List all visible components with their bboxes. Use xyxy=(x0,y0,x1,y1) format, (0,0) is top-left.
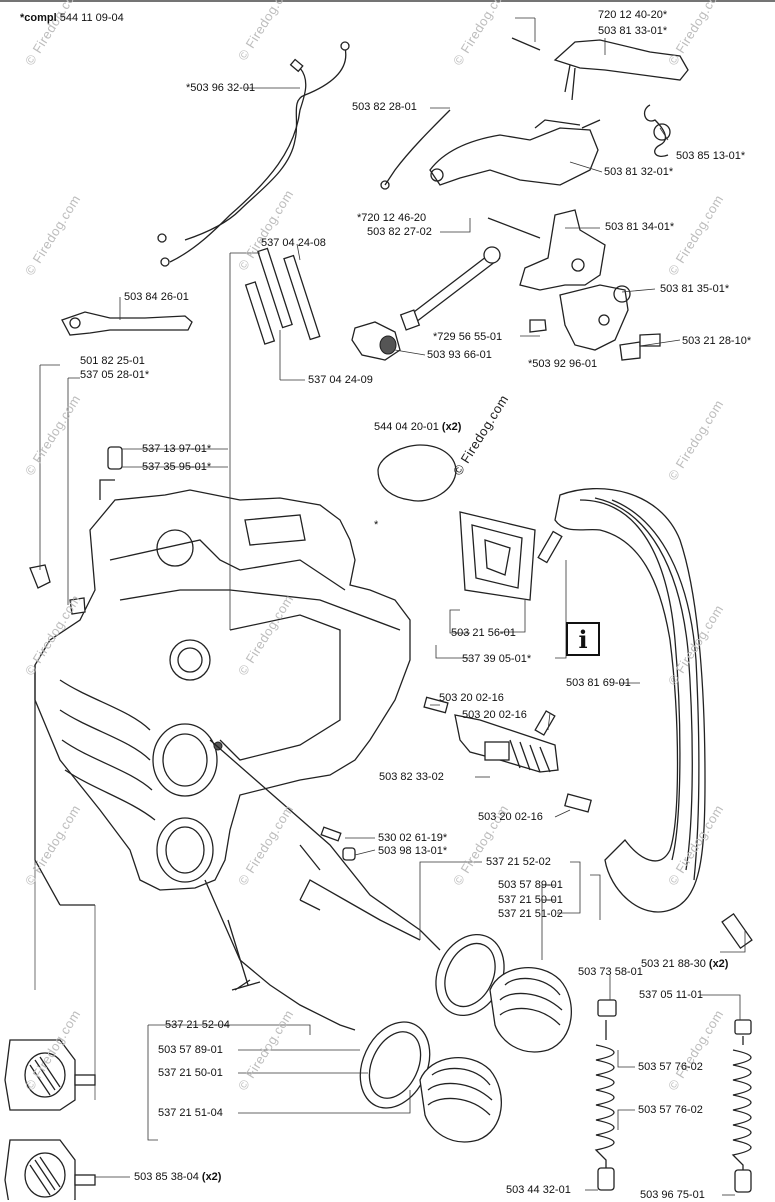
part-label: 537 39 05-01* xyxy=(462,653,532,665)
part-label: 537 04 24-08 xyxy=(261,237,326,249)
part-label: 503 20 02-16 xyxy=(439,692,504,704)
leader-lines xyxy=(39,17,746,1196)
part-label: *720 12 46-20 xyxy=(357,212,427,224)
part-label: 537 13 97-01* xyxy=(142,443,212,455)
compl-assembly-label: *compl 544 11 09-04 xyxy=(20,12,124,24)
filter-cover xyxy=(377,444,457,502)
part-label: 503 85 13-01* xyxy=(676,150,746,162)
part-label: 503 21 88-30 (x2) xyxy=(641,958,729,970)
part-label: 530 02 61-19* xyxy=(378,832,448,844)
part-label: 503 93 66-01 xyxy=(427,349,492,361)
pins xyxy=(244,247,401,361)
part-label: 503 20 02-16 xyxy=(462,709,527,721)
part-label: 503 98 13-01* xyxy=(378,845,448,857)
part-label: 537 21 51-04 xyxy=(158,1107,223,1119)
throttle-lever xyxy=(511,37,689,157)
part-label: 503 84 26-01 xyxy=(124,291,189,303)
part-label: 503 81 32-01* xyxy=(604,166,674,178)
part-label: 537 21 52-04 xyxy=(165,1019,230,1031)
part-label: 537 05 11-01 xyxy=(639,989,704,1001)
part-label: 537 21 51-02 xyxy=(498,908,563,920)
part-label: 503 73 58-01 xyxy=(578,966,643,978)
throttle-cables xyxy=(204,739,441,1031)
part-label: 537 04 24-09 xyxy=(308,374,373,386)
part-label: 537 21 52-02 xyxy=(486,856,551,868)
part-label: 537 35 95-01* xyxy=(142,461,212,473)
part-label: 503 85 38-04 (x2) xyxy=(134,1171,222,1183)
av-buffers xyxy=(4,1039,96,1200)
part-label: 503 81 34-01* xyxy=(605,221,675,233)
part-label: 503 57 89-01 xyxy=(498,879,563,891)
part-label: 503 21 28-10* xyxy=(682,335,752,347)
part-label: 503 57 76-02 xyxy=(638,1104,703,1116)
screws-left xyxy=(29,446,123,615)
air-filter xyxy=(459,511,563,601)
part-label: 544 04 20-01 (x2) xyxy=(374,421,462,433)
part-label: 503 21 56-01 xyxy=(451,627,516,639)
wire-harness xyxy=(157,41,350,267)
part-label: 503 57 76-02 xyxy=(638,1061,703,1073)
part-label: 503 44 32-01 xyxy=(506,1184,571,1196)
part-label: 537 21 50-01 xyxy=(498,894,563,906)
part-label: * xyxy=(374,519,379,531)
info-icon: i xyxy=(566,622,600,656)
part-label: *503 92 96-01 xyxy=(528,358,598,370)
part-label: 503 81 69-01 xyxy=(566,677,631,689)
springs xyxy=(594,999,752,1193)
vibration-damper xyxy=(423,696,592,813)
front-handle xyxy=(554,488,753,950)
crankcase xyxy=(34,479,411,1100)
part-label: 503 82 33-02 xyxy=(379,771,444,783)
part-label: 503 96 75-01 xyxy=(640,1189,705,1201)
part-label: 503 82 28-01 xyxy=(352,101,417,113)
part-label: 537 05 28-01* xyxy=(80,369,150,381)
part-label: 501 82 25-01 xyxy=(80,355,145,367)
part-label: 537 21 50-01 xyxy=(158,1067,223,1079)
part-label: 503 57 89-01 xyxy=(158,1044,223,1056)
part-label: 503 20 02-16 xyxy=(478,811,543,823)
part-label: 720 12 40-20* xyxy=(598,9,668,21)
part-label: *729 56 55-01 xyxy=(433,331,503,343)
part-label: 503 81 35-01* xyxy=(660,283,730,295)
cylinder-covers xyxy=(359,933,572,1143)
part-label: *503 96 32-01 xyxy=(186,82,256,94)
part-label: 503 81 33-01* xyxy=(598,25,668,37)
trigger-assembly xyxy=(380,109,601,190)
part-label: 503 82 27-02 xyxy=(367,226,432,238)
spring-bracket xyxy=(61,311,193,336)
choke-rod xyxy=(399,217,547,333)
stop-switch xyxy=(519,209,661,361)
